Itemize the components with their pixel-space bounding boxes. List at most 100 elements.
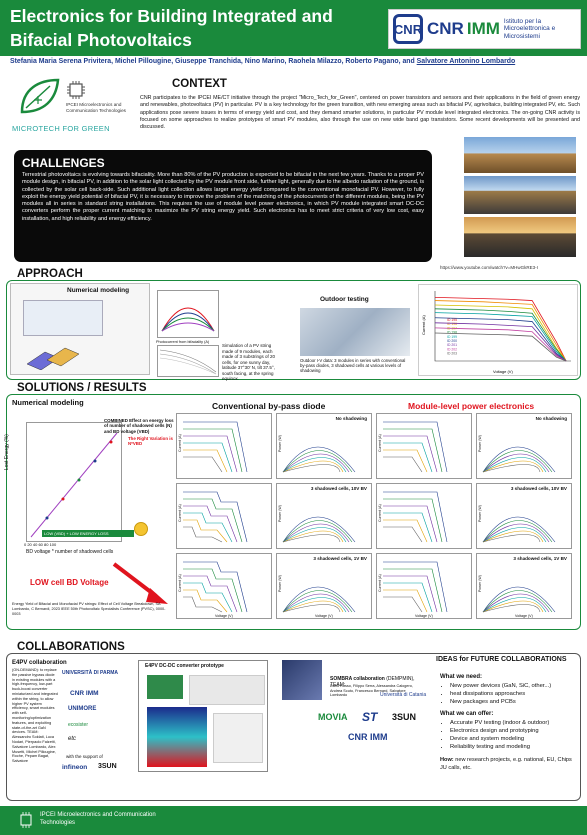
- result-curve-0-0-3: [183, 442, 233, 473]
- need-item-2: New packages and PCBs: [450, 698, 580, 706]
- result-curve-2-3-1: [482, 590, 553, 613]
- need-list: New power devices (GaN, SiC, other...)he…: [440, 682, 580, 707]
- energy-loss-xlabel: BD voltage * number of shadowed cells: [26, 549, 114, 555]
- need-title: What we need:: [440, 674, 483, 680]
- st-logo: ST: [362, 710, 378, 724]
- result-curve-0-3-5: [482, 464, 541, 473]
- sombra-name: SOMBRA collaboration: [330, 676, 385, 682]
- outdoor-modules-photo: [300, 308, 410, 356]
- result-curve-1-3-3: [482, 527, 547, 543]
- result-curve-2-1-0: [282, 586, 356, 613]
- result-curve-1-0-3: [183, 512, 233, 543]
- result-curve-2-0-2: [183, 575, 238, 613]
- result-curve-1-2-0: [383, 491, 448, 543]
- cnr-imm-logo: CNR CNR IMM Istituto per la Microelettro…: [388, 9, 581, 49]
- offer-item-3: Reliability testing and modeling: [450, 743, 580, 751]
- result-curve-2-0-5: [183, 596, 223, 613]
- bifacial-field-photo: [464, 137, 576, 173]
- row-label-2-1: 3 shadowed cells, 1V BV: [313, 556, 367, 561]
- 3sun-logo-2: 3SUN: [392, 712, 417, 722]
- results-numerical-title: Numerical modeling: [12, 398, 84, 407]
- result-ylabel-1-2: Current (A): [378, 504, 382, 522]
- result-curve-1-3-4: [482, 530, 544, 543]
- result-curve-0-1-5: [282, 464, 341, 473]
- leaf-chip-icon: [20, 78, 60, 114]
- result-plot-svg-2-0: [183, 561, 248, 613]
- low-energy-loss-banner: LOW (VBD) + LOW ENERGY LOSS: [42, 530, 134, 537]
- footer-bar: IPCEI Microelectronics and Communication…: [0, 806, 587, 835]
- iv-series-4: [434, 312, 567, 362]
- smiley-icon: [134, 522, 148, 536]
- pcb-photo: [147, 675, 183, 699]
- e4pv-title: E4PV collaboration: [12, 660, 67, 666]
- energy-loss-plot: [26, 422, 122, 542]
- result-curve-1-1-5: [282, 534, 341, 543]
- iv-series-7: [434, 327, 567, 362]
- result-plot-2-2: Current (A)Voltage (V): [376, 553, 472, 619]
- challenges-text: Terrestrial photovoltaics is evolving to…: [22, 172, 424, 222]
- parma-logo: UNIVERSITÀ DI PARMA: [62, 670, 119, 676]
- sombra-module-photo: [282, 660, 322, 700]
- result-curve-1-1-2: [282, 523, 350, 543]
- result-ylabel-0-0: Current (A): [178, 434, 182, 452]
- sunset-array-photo: [464, 217, 576, 257]
- result-curve-0-0-5: [183, 456, 223, 473]
- context-title: CONTEXT: [172, 78, 227, 90]
- result-curve-1-2-1: [383, 498, 443, 543]
- how-title: How:: [440, 757, 454, 764]
- photocurrent-plot: [157, 345, 219, 377]
- need-item-1: heat dissipations approaches: [450, 690, 580, 698]
- iv-axes: [434, 291, 571, 362]
- result-plot-svg-0-0: [183, 421, 248, 473]
- catania-logo: Università di Catania: [380, 692, 427, 698]
- context-text: CNR participates to the IPCEI ME/CT init…: [140, 95, 580, 131]
- result-curve-2-3-0: [482, 586, 556, 613]
- result-curve-0-1-0: [282, 446, 356, 473]
- result-plot-svg-2-1: [282, 586, 356, 613]
- result-curve-1-1-3: [282, 527, 347, 543]
- result-curve-1-1-4: [282, 530, 344, 543]
- result-plot-0-0: Current (A): [176, 413, 272, 479]
- result-curve-0-1-2: [282, 453, 350, 473]
- challenges-title: CHALLENGES: [22, 156, 105, 170]
- result-curve-1-2-3: [383, 512, 433, 543]
- result-curve-0-3-4: [482, 460, 544, 473]
- conventional-title: Conventional by-pass diode: [212, 401, 326, 411]
- result-curve-1-0-0: [183, 491, 248, 543]
- result-curve-1-0-4: [183, 519, 228, 543]
- result-curve-0-3-0: [482, 446, 556, 473]
- result-curve-1-3-1: [482, 520, 553, 543]
- mlpe-title: Module-level power electronics: [408, 401, 535, 411]
- energy-loss-ylabel: Lost Energy (%): [4, 434, 10, 470]
- offer-item-1: Electronics design and prototyping: [450, 727, 580, 735]
- outdoor-caption: Outdoor I-V data: 3 modules in series wi…: [300, 358, 406, 374]
- result-curve-1-0-1: [183, 498, 243, 543]
- iv-legend-5: ID 200: [447, 339, 457, 343]
- result-curve-0-1-1: [282, 450, 353, 473]
- iv-legend-3: ID 198: [447, 331, 457, 335]
- result-curve-1-1-1: [282, 520, 353, 543]
- irradiance-plot: [157, 290, 219, 338]
- result-plot-svg-1-3: [482, 516, 556, 543]
- result-curve-1-2-2: [383, 505, 438, 543]
- iv-ylabel: Current (A): [421, 315, 426, 335]
- energy-loss-xticks: 0 20 40 60 80 100: [24, 542, 57, 547]
- red-arrow-icon: [112, 562, 168, 604]
- footer-text: IPCEI Microelectronics and Communication…: [40, 812, 156, 826]
- result-ylabel-1-0: Current (A): [178, 504, 182, 522]
- corresponding-author: Salvatore Antonino Lombardo: [416, 58, 516, 65]
- iv-legend-7: ID 202: [447, 347, 457, 351]
- iv-legend-8: ID 203: [447, 352, 457, 356]
- result-plot-1-2: Current (A): [376, 483, 472, 549]
- author-list: Stefania Maria Serena Privitera, Michel …: [10, 58, 580, 65]
- unimore-logo: UNIMORE: [68, 706, 97, 712]
- sombra-team: Dario Russo, Filippo Serra, Alessandra C…: [330, 684, 413, 698]
- result-ylabel-2-1: Power (W): [278, 575, 282, 592]
- iv-series-0: [434, 296, 567, 362]
- result-curve-2-0-0: [183, 561, 248, 613]
- result-curve-2-2-4: [383, 589, 428, 613]
